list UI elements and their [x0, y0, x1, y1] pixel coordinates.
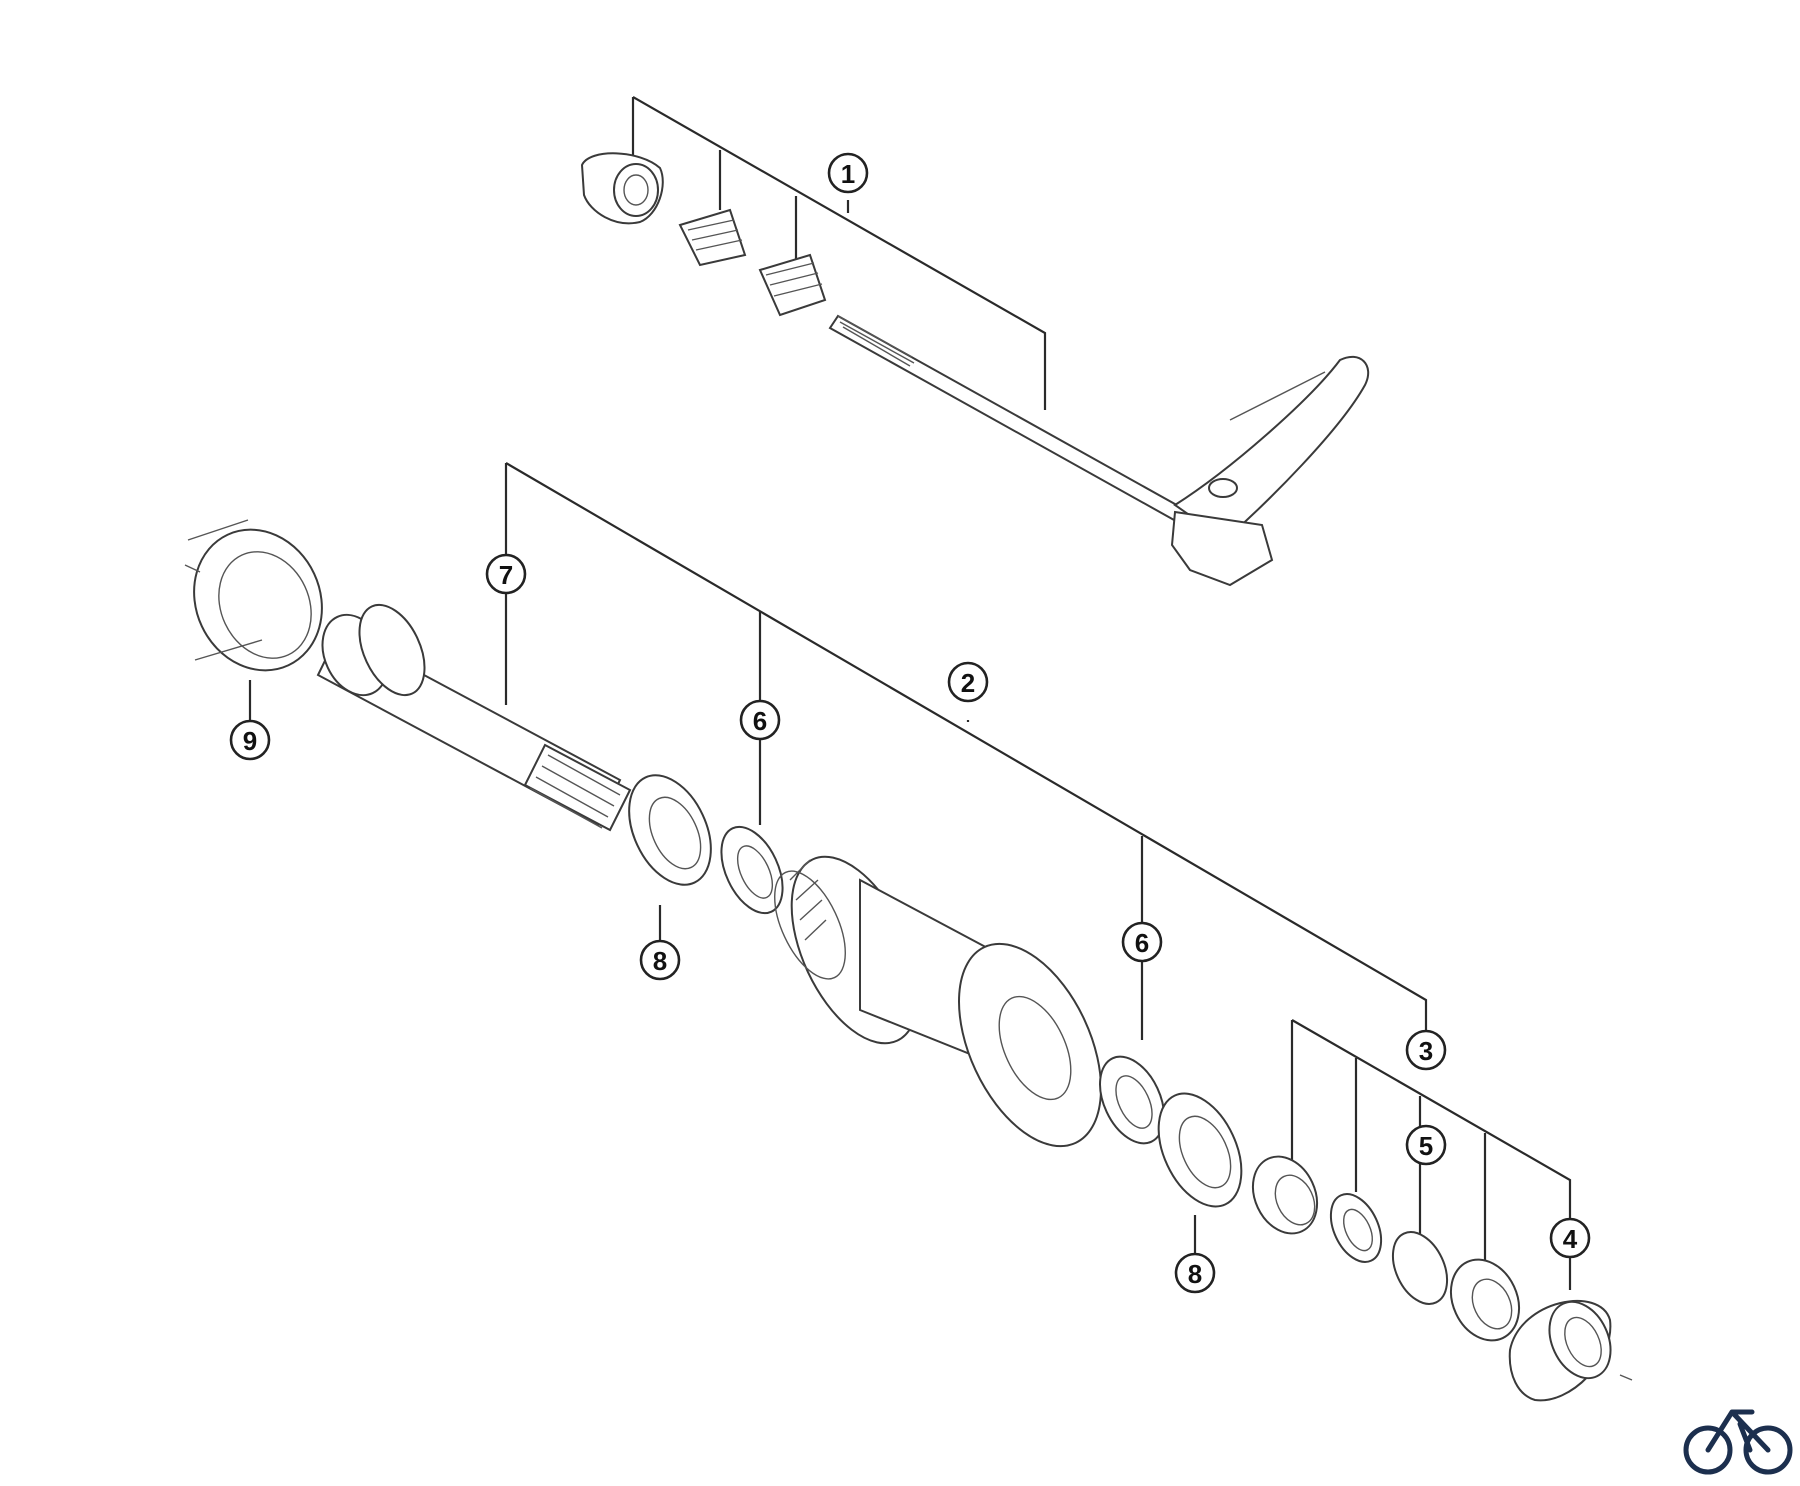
callout-9: 9 [229, 719, 271, 761]
cone-nut [1251, 1155, 1319, 1235]
hub-assembly [184, 462, 1633, 1402]
small-washer [1329, 1193, 1383, 1263]
callout-3-label: 3 [1419, 1036, 1433, 1066]
callout-4-label: 4 [1563, 1224, 1578, 1254]
callout-6-right-label: 6 [1135, 928, 1149, 958]
spring-right [758, 253, 827, 317]
callout-1: 1 [827, 152, 869, 194]
callout-7: 7 [485, 553, 527, 595]
o-ring [1391, 1231, 1449, 1305]
callout-5: 5 [1405, 1124, 1447, 1166]
callout-2-label: 2 [961, 668, 975, 698]
callout-9-label: 9 [243, 726, 257, 756]
callout-7-label: 7 [499, 560, 513, 590]
bicycle-icon [1683, 1409, 1793, 1475]
callout-6-left: 6 [739, 699, 781, 741]
hub-shell [774, 855, 1102, 1148]
spring-left [678, 208, 747, 267]
dust-cap-left [187, 519, 323, 720]
end-cap-right [1508, 1250, 1612, 1402]
callout-6-left-label: 6 [753, 706, 767, 736]
callout-8-left: 8 [639, 939, 681, 981]
callout-3: 3 [1405, 1029, 1447, 1071]
callout-8-left-label: 8 [653, 946, 667, 976]
callout-8-right-label: 8 [1188, 1259, 1202, 1289]
callout-2: 2 [947, 661, 989, 703]
bearing-adapter [1449, 1258, 1521, 1342]
callout-6-right: 6 [1121, 921, 1163, 963]
callout-8-right: 8 [1174, 1252, 1216, 1294]
axle [316, 603, 632, 832]
callout-1-label: 1 [841, 159, 855, 189]
lockring-left [720, 825, 784, 915]
quick-release-skewer [580, 96, 1370, 587]
callout-4: 4 [1549, 1217, 1591, 1259]
callout-5-label: 5 [1419, 1131, 1433, 1161]
washer-right [1157, 1092, 1243, 1255]
washer-left [628, 774, 712, 940]
lockring-right [1099, 1055, 1165, 1145]
